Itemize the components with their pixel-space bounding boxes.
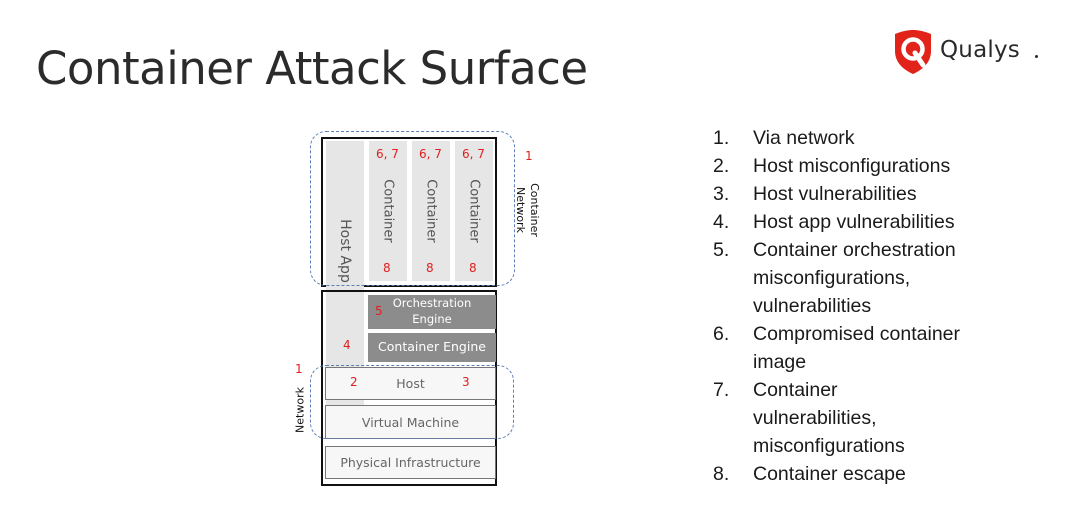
slide-title: Container Attack Surface: [36, 42, 588, 95]
network-label: Network: [293, 387, 307, 433]
host-right-marker: 3: [462, 375, 470, 389]
virtual-machine-label: Virtual Machine: [361, 414, 460, 430]
orchestration-line-1: Orchestration: [392, 296, 472, 311]
container-network-line-1: Container: [528, 183, 541, 237]
container-2-bottom-marker: 8: [426, 261, 434, 275]
container-3-bottom-marker: 8: [469, 261, 477, 275]
virtual-machine-layer: Virtual Machine: [325, 405, 496, 439]
container-engine-label: Container Engine: [378, 339, 486, 355]
orchestration-marker: 5: [375, 304, 383, 318]
host-stack-box: [321, 290, 497, 486]
container-network-line-2: Network: [514, 187, 527, 233]
physical-infrastructure-layer: Physical Infrastructure: [325, 446, 496, 479]
list-item: 2.Host misconfigurations: [713, 155, 951, 177]
container-column-3: 6, 7 Container 8: [455, 141, 493, 281]
container-stack-box: [321, 137, 497, 287]
logo-dot: [1035, 55, 1038, 58]
list-item: 8.Container escape: [713, 463, 906, 485]
physical-infrastructure-label: Physical Infrastructure: [340, 455, 481, 470]
attack-surface-diagram: Host App 6, 7 Container 8 6, 7 Container…: [280, 125, 560, 500]
orchestration-engine-box: Orchestration Engine: [368, 295, 496, 329]
list-item: 3.Host vulnerabilities: [713, 183, 917, 205]
host-layer: Host: [325, 367, 496, 400]
list-item: 1.Via network: [713, 127, 855, 149]
attack-vector-list: 1.Via network 2.Host misconfigurations 3…: [713, 124, 960, 488]
container-1-top-marker: 6, 7: [376, 147, 399, 161]
host-app-marker: 4: [343, 338, 351, 352]
logo-wordmark: Qualys: [940, 37, 1020, 63]
host-left-marker: 2: [350, 375, 358, 389]
container-2-top-marker: 6, 7: [419, 147, 442, 161]
qualys-shield-icon: [895, 30, 931, 74]
container-1-bottom-marker: 8: [383, 261, 391, 275]
container-column-2: 6, 7 Container 8: [412, 141, 450, 281]
list-item: 4.Host app vulnerabilities: [713, 211, 955, 233]
container-column-1: 6, 7 Container 8: [369, 141, 407, 281]
qualys-logo: Qualys: [893, 29, 1043, 75]
container-network-boundary: [310, 131, 515, 286]
container-network-marker: 1: [525, 149, 533, 163]
orchestration-line-2: Engine: [412, 312, 452, 326]
host-label: Host: [396, 376, 425, 391]
host-network-boundary: [310, 365, 514, 439]
network-marker: 1: [295, 362, 303, 376]
container-engine-box: Container Engine: [368, 333, 496, 362]
container-3-top-marker: 6, 7: [462, 147, 485, 161]
